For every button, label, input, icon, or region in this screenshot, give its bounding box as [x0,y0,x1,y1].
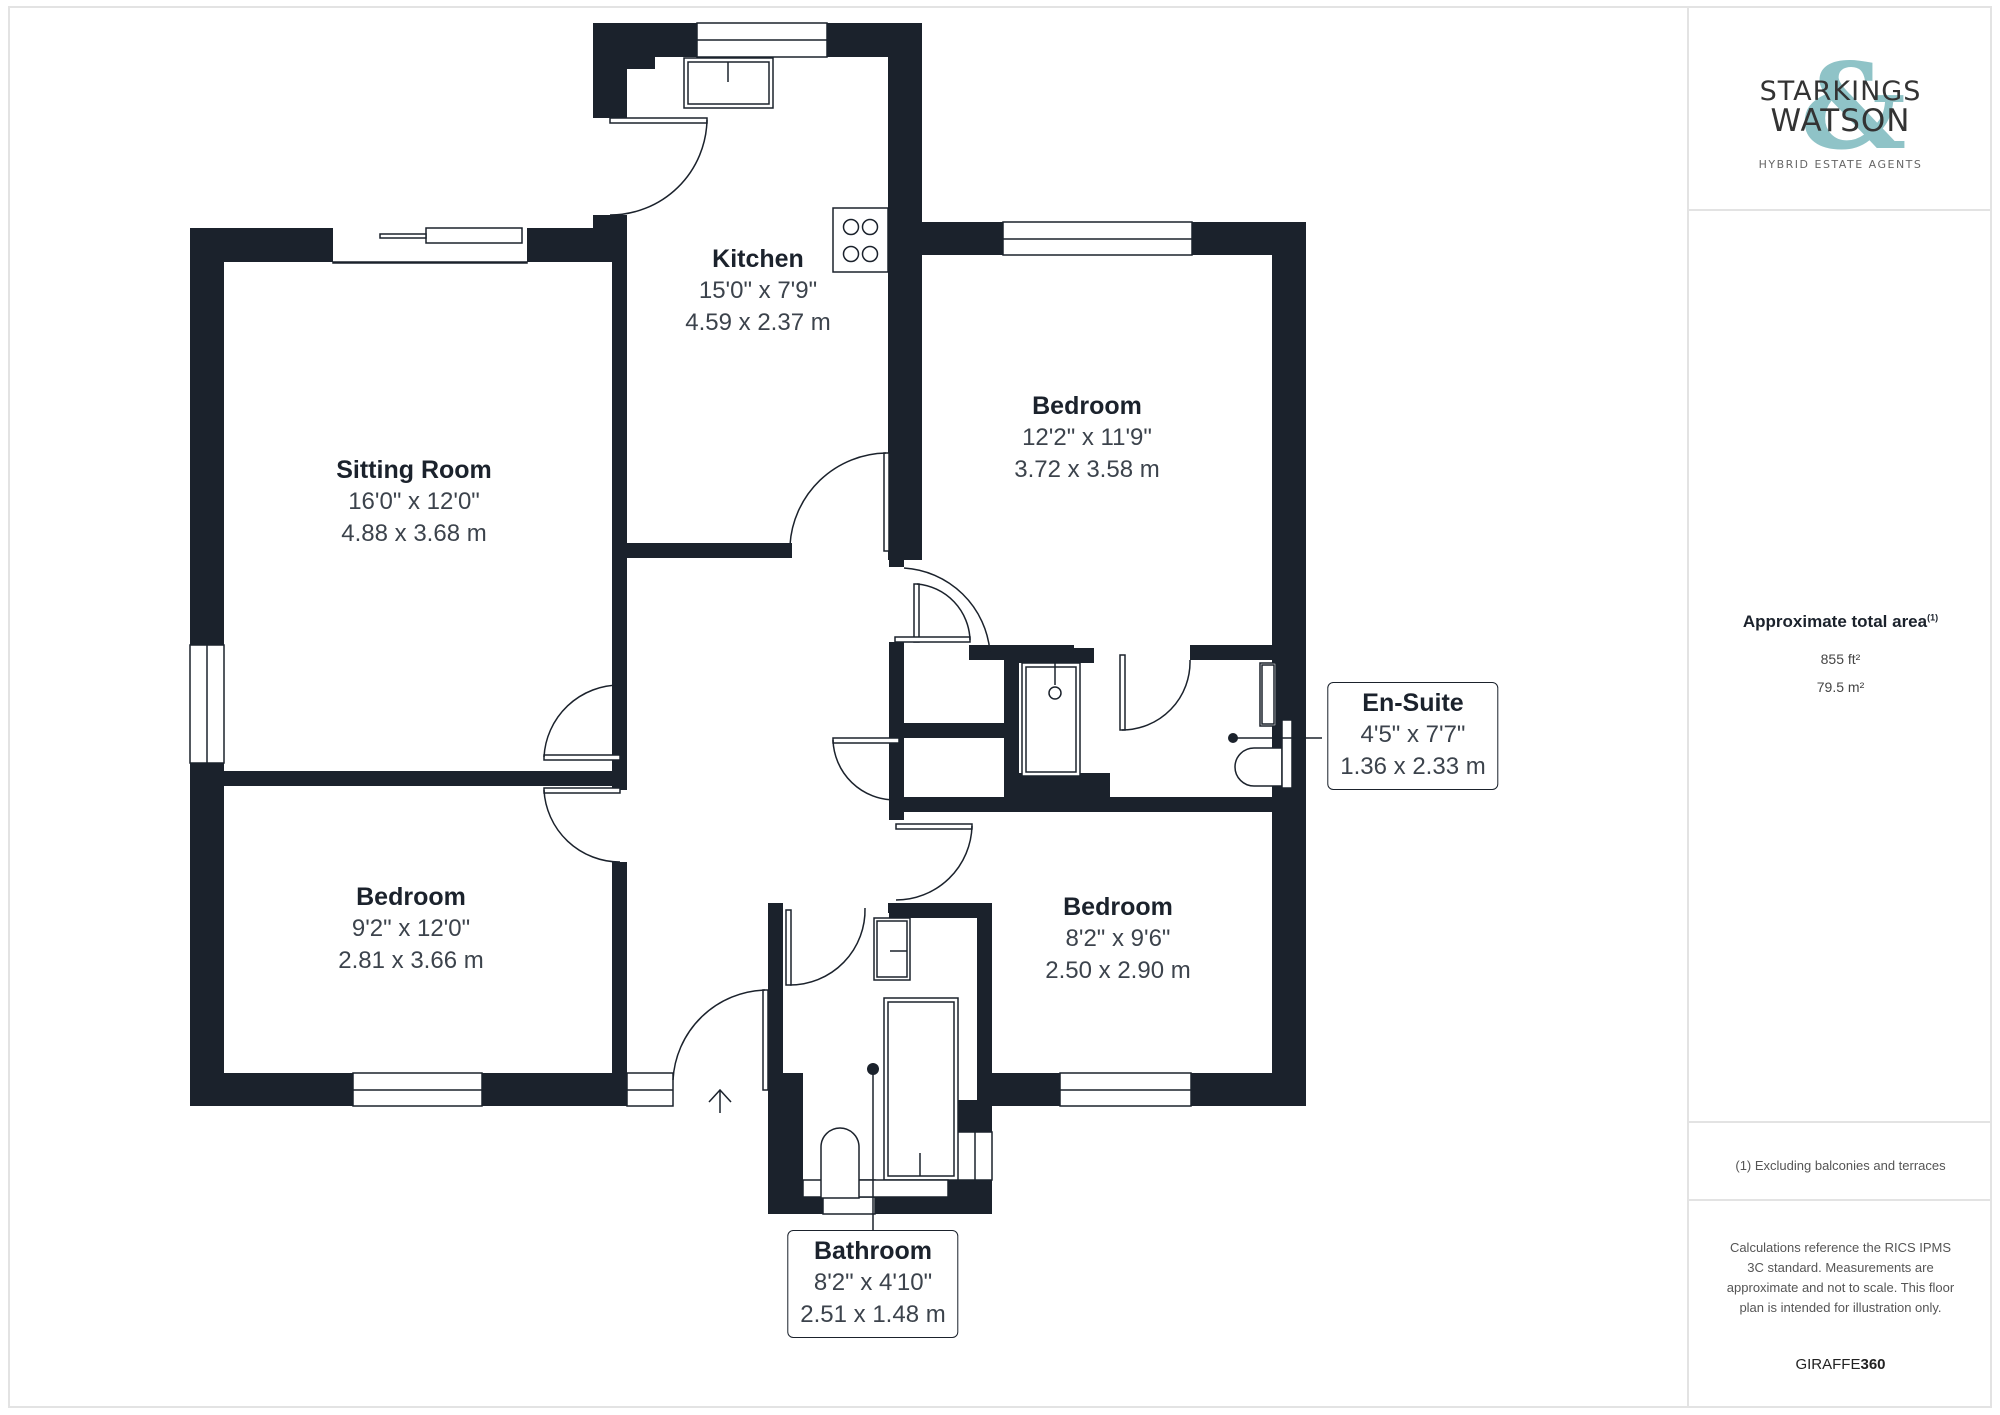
room-dim-imperial: 8'2" x 4'10" [813,1269,933,1296]
room-dim-imperial: 12'2" x 11'9" [1022,424,1152,451]
area-title: Approximate total area(1) [1689,612,1992,632]
page-border [8,6,1992,1408]
room-dim-imperial: 4'5" x 7'7" [1360,721,1466,748]
area-sq-m: 79.5 m² [1816,679,1865,695]
brand-suffix: 360 [1860,1356,1886,1373]
hob-icon [832,207,889,273]
room-label-bathroom: Bathroom 8'2" x 4'10" 2.51 x 1.48 m [787,1230,959,1338]
ampersand-icon: & [1800,37,1907,176]
room-name: Kitchen [712,245,804,273]
cupboard-walls [889,642,1306,812]
room-dim-imperial: 8'2" x 9'6" [1065,925,1171,952]
room-name: Sitting Room [336,456,492,484]
cupboard-2-door[interactable] [832,737,900,744]
divider [1689,1121,1992,1123]
room-label-bedroom-2: Bedroom 9'2" x 12'0" 2.81 x 3.66 m [338,881,483,977]
area-footnote: (1) Excluding balconies and terraces [1735,1158,1946,1173]
room-dim-metric: 4.59 x 2.37 m [685,309,831,336]
cupboard-door[interactable] [913,583,920,643]
sitting-room-door[interactable] [543,754,621,761]
room-label-sitting-room: Sitting Room 16'0" x 12'0" 4.88 x 3.68 m [336,454,492,550]
kitchen-door[interactable] [609,117,708,124]
room-dim-imperial: 9'2" x 12'0" [351,915,471,942]
room-dim-metric: 1.36 x 2.33 m [1340,753,1486,780]
area-title-text: Approximate total area [1742,612,1928,631]
logo-tagline: HYBRID ESTATE AGENTS [1758,158,1923,171]
room-label-bedroom-1: Bedroom 12'2" x 11'9" 3.72 x 3.58 m [1014,390,1159,486]
bedroom-2-door[interactable] [543,787,621,794]
room-dim-metric: 2.81 x 3.66 m [338,947,484,974]
kitchen-walls [593,23,922,775]
room-dim-imperial: 16'0" x 12'0" [348,488,480,515]
bedroom-1-door[interactable] [883,452,890,552]
agent-logo: & STARKINGS WATSON HYBRID ESTATE AGENTS [1689,26,1992,206]
room-dim-imperial: 15'0" x 7'9" [698,277,818,304]
room-name: Bedroom [1063,893,1173,921]
divider [1689,1199,1992,1201]
area-footnote-marker: (1) [1927,612,1939,623]
giraffe360-brand: GIRAFFE360 [1689,1356,1992,1373]
room-dim-metric: 3.72 x 3.58 m [1014,456,1160,483]
logo-line-2: WATSON [1770,103,1911,139]
front-door[interactable] [762,989,769,1091]
bathroom-door[interactable] [785,909,792,986]
disclaimer-text: Calculations reference the RICS IPMS 3C … [1726,1240,1955,1315]
room-label-bedroom-3: Bedroom 8'2" x 9'6" 2.50 x 2.90 m [1045,891,1190,987]
room-name: Bedroom [356,883,466,911]
logo-line-1: STARKINGS [1759,76,1922,107]
en-suite-walls [1004,648,1110,797]
sitting-room-patio-door [425,227,523,244]
brand-prefix: GIRAFFE [1795,1356,1861,1373]
bedroom-3-door[interactable] [895,823,973,830]
room-dim-metric: 2.50 x 2.90 m [1045,957,1191,984]
room-label-en-suite: En-Suite 4'5" x 7'7" 1.36 x 2.33 m [1327,682,1499,790]
en-suite-toilet [1234,747,1283,787]
room-name: En-Suite [1362,689,1464,717]
room-name: Bathroom [813,1237,933,1265]
room-dim-metric: 4.88 x 3.68 m [341,520,487,547]
room-name: Bedroom [1032,392,1142,420]
bathroom-toilet [820,1127,860,1199]
entrance-arrow-icon [708,1088,732,1113]
divider [1689,209,1992,211]
area-sq-ft: 855 ft² [1820,651,1861,667]
room-dim-metric: 2.51 x 1.48 m [800,1301,946,1328]
info-sidebar: & STARKINGS WATSON HYBRID ESTATE AGENTS … [1687,6,1992,1408]
en-suite-window [1281,719,1293,789]
room-label-kitchen: Kitchen 15'0" x 7'9" 4.59 x 2.37 m [685,243,830,339]
en-suite-door[interactable] [1119,654,1126,731]
